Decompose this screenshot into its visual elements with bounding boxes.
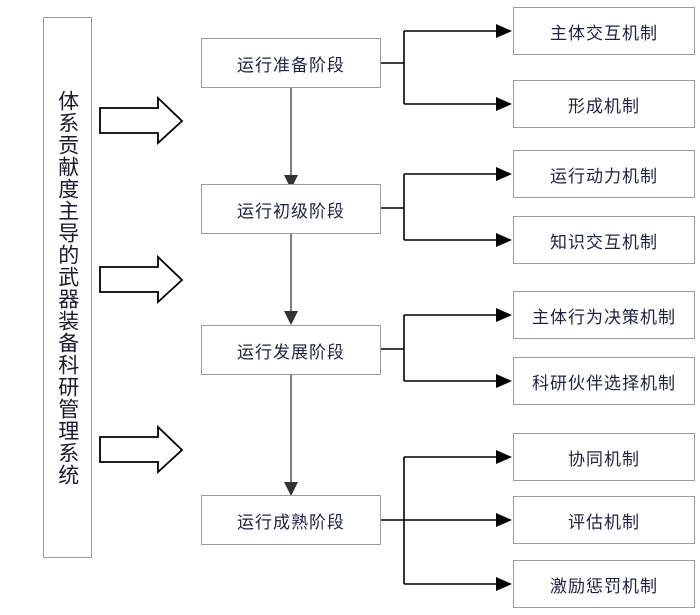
- stage-box-operation-preparation[interactable]: 运行准备阶段: [201, 38, 381, 88]
- mechanism-box-label: 科研伙伴选择机制: [532, 373, 676, 394]
- branch-group-2: [381, 167, 512, 247]
- mechanism-box-operation-power[interactable]: 运行动力机制: [513, 150, 695, 198]
- mechanism-box-label: 知识交互机制: [550, 232, 658, 253]
- mechanism-box-knowledge-interaction[interactable]: 知识交互机制: [513, 216, 695, 264]
- mechanism-box-label: 评估机制: [568, 512, 640, 533]
- mechanism-box-evaluation[interactable]: 评估机制: [513, 496, 695, 544]
- stage-box-operation-development[interactable]: 运行发展阶段: [201, 325, 381, 375]
- system-title-panel: 体系贡献度主导的武器装备科研管理系统: [43, 17, 92, 558]
- stage-box-operation-primary[interactable]: 运行初级阶段: [201, 184, 381, 234]
- stage-box-label: 运行发展阶段: [237, 342, 345, 363]
- system-title-label: 体系贡献度主导的武器装备科研管理系统: [55, 89, 80, 486]
- mechanism-box-formation[interactable]: 形成机制: [513, 80, 695, 128]
- mechanism-box-label: 协同机制: [568, 449, 640, 470]
- mechanism-box-label: 激励惩罚机制: [550, 576, 658, 597]
- mechanism-box-subject-interaction[interactable]: 主体交互机制: [513, 7, 695, 55]
- block-arrow-1: [99, 95, 184, 146]
- mechanism-box-label: 运行动力机制: [550, 166, 658, 187]
- stage-flow-arrow-1: [284, 88, 298, 189]
- block-arrow-3: [99, 424, 184, 475]
- block-arrow-2: [99, 254, 184, 305]
- mechanism-box-research-partner-selection[interactable]: 科研伙伴选择机制: [513, 357, 695, 405]
- branch-group-4: [381, 450, 512, 591]
- mechanism-box-label: 主体交互机制: [550, 23, 658, 44]
- mechanism-box-label: 形成机制: [568, 96, 640, 117]
- stage-box-label: 运行准备阶段: [237, 55, 345, 76]
- mechanism-box-collaboration[interactable]: 协同机制: [513, 433, 695, 481]
- branch-group-1: [381, 24, 512, 111]
- mechanism-box-incentive-punishment[interactable]: 激励惩罚机制: [513, 560, 695, 608]
- stage-box-label: 运行初级阶段: [237, 201, 345, 222]
- mechanism-box-subject-behavior-decision[interactable]: 主体行为决策机制: [513, 291, 695, 339]
- stage-box-operation-mature[interactable]: 运行成熟阶段: [201, 495, 381, 545]
- stage-box-label: 运行成熟阶段: [237, 512, 345, 533]
- mechanism-box-label: 主体行为决策机制: [532, 307, 676, 328]
- stage-flow-arrow-2: [284, 234, 298, 325]
- branch-group-3: [381, 308, 512, 388]
- stage-flow-arrow-3: [284, 375, 298, 496]
